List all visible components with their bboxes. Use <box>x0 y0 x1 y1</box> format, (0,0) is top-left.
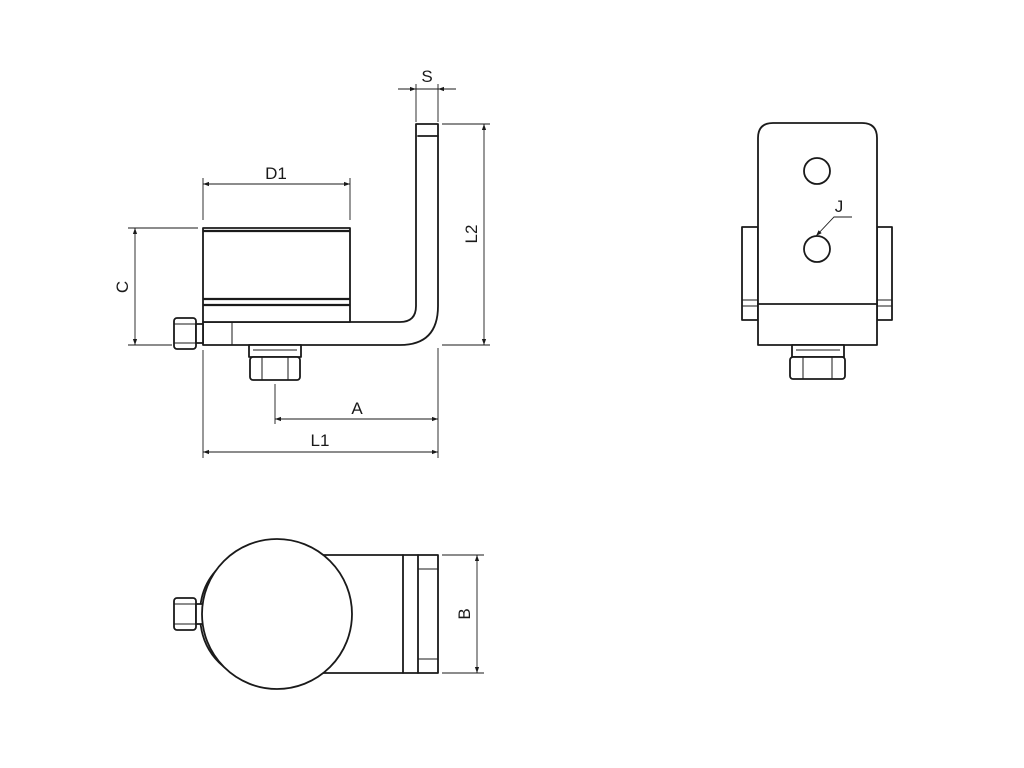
bottom-nut <box>248 344 302 381</box>
label-l1: L1 <box>311 431 330 450</box>
top-view: B <box>173 538 484 690</box>
dim-b: B <box>442 554 484 674</box>
side-bottom-nut <box>789 344 846 380</box>
label-a: A <box>351 399 363 418</box>
dim-l2: L2 <box>442 123 490 346</box>
label-l2: L2 <box>462 225 481 244</box>
label-b: B <box>455 608 474 619</box>
dim-c: C <box>113 227 198 346</box>
set-screw <box>173 317 204 350</box>
top-set-screw <box>173 597 205 631</box>
label-s: S <box>421 67 432 86</box>
label-d1: D1 <box>265 164 287 183</box>
label-j: J <box>835 197 844 216</box>
roller-circle <box>201 538 353 690</box>
roller-body <box>202 227 351 323</box>
dim-l1: L1 <box>202 350 438 458</box>
dim-d1: D1 <box>202 164 351 220</box>
dim-s: S <box>398 67 456 122</box>
side-view: J <box>741 122 893 380</box>
upper-hole <box>803 157 831 185</box>
front-view: S D1 L2 C A <box>113 67 490 458</box>
dim-j: J <box>815 197 852 237</box>
label-c: C <box>113 281 132 293</box>
dim-a: A <box>274 348 439 458</box>
lower-hole <box>803 235 831 263</box>
